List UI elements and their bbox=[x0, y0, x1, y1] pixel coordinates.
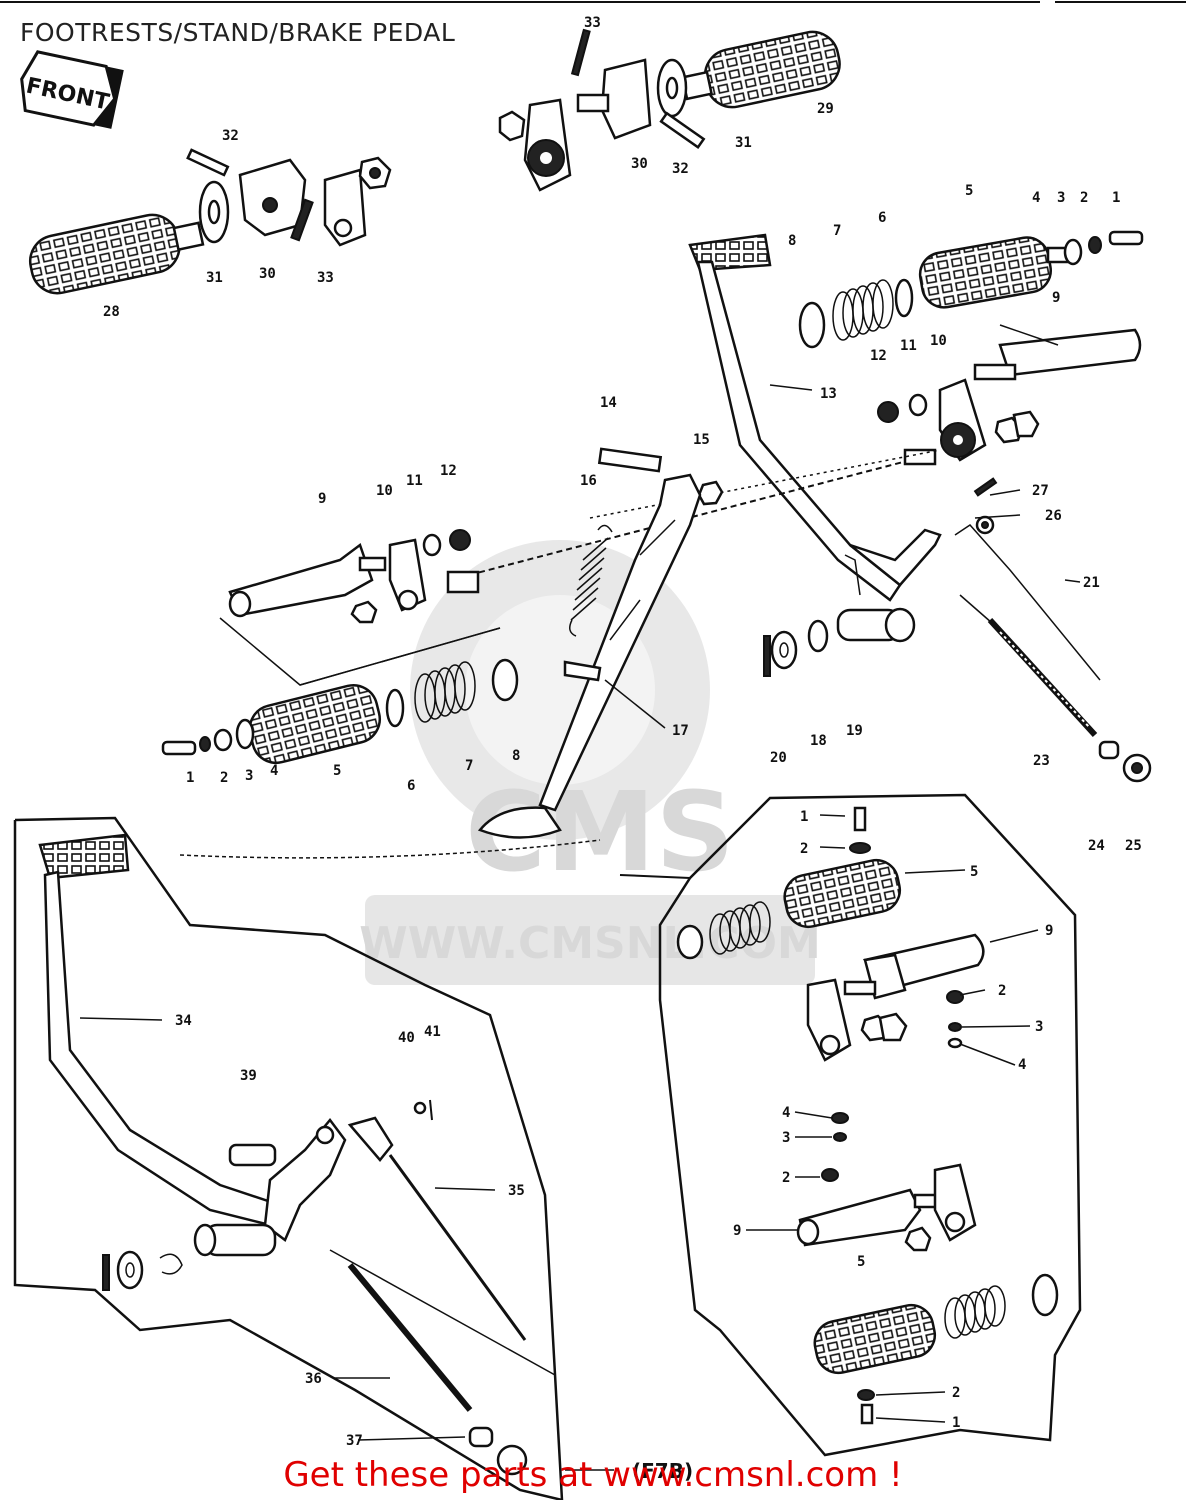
rear-footrest-right-group bbox=[798, 230, 1144, 462]
brake-pedal-assembly bbox=[446, 233, 942, 677]
callout-2: 2 bbox=[1080, 190, 1088, 206]
callout-4-inset-mid: 4 bbox=[1018, 1057, 1026, 1073]
callout-9-inset-low: 9 bbox=[733, 1223, 741, 1239]
callout-15: 15 bbox=[693, 432, 710, 448]
callout-32b: 32 bbox=[672, 161, 689, 177]
callout-5-inset-top: 5 bbox=[970, 864, 978, 880]
callout-2-inset-low: 2 bbox=[782, 1170, 790, 1186]
callout-35: 35 bbox=[508, 1183, 525, 1199]
callout-3: 3 bbox=[1057, 190, 1065, 206]
callout-10-left: 10 bbox=[376, 483, 393, 499]
callout-3-inset-low: 3 bbox=[782, 1130, 790, 1146]
callout-28: 28 bbox=[103, 304, 120, 320]
callout-21: 21 bbox=[1083, 575, 1100, 591]
callout-12: 12 bbox=[870, 348, 887, 364]
callout-25: 25 bbox=[1125, 838, 1142, 854]
callout-30b: 30 bbox=[631, 156, 648, 172]
page-title: FOOTRESTS/STAND/BRAKE PEDAL bbox=[20, 18, 456, 47]
callout-6-left: 6 bbox=[407, 778, 415, 794]
callout-5-left: 5 bbox=[333, 763, 341, 779]
callout-26: 26 bbox=[1045, 508, 1062, 524]
callout-2-left: 2 bbox=[220, 770, 228, 786]
leader-lines bbox=[79, 324, 1081, 1471]
callout-9-inset-top: 9 bbox=[1045, 923, 1053, 939]
callout-11: 11 bbox=[900, 338, 917, 354]
callout-27: 27 bbox=[1032, 483, 1049, 499]
cmsnl-parts-link[interactable]: Get these parts at www.cmsnl.com ! bbox=[283, 1455, 903, 1495]
callout-6: 6 bbox=[878, 210, 886, 226]
callout-4-left: 4 bbox=[270, 763, 278, 779]
front-footrest-right-group bbox=[498, 28, 841, 192]
callout-7-left: 7 bbox=[465, 758, 473, 774]
callout-40: 40 bbox=[398, 1030, 415, 1046]
callout-9: 9 bbox=[1052, 290, 1060, 306]
callout-2-inset-bottom: 2 bbox=[952, 1385, 960, 1401]
callout-3-left: 3 bbox=[245, 768, 253, 784]
callout-3-inset-mid: 3 bbox=[1035, 1019, 1043, 1035]
callout-34: 34 bbox=[175, 1013, 192, 1029]
watermark-logo: CMS WWW.CMSNL.COM bbox=[359, 540, 821, 985]
callout-23: 23 bbox=[1033, 753, 1050, 769]
callout-30a: 30 bbox=[259, 266, 276, 282]
callout-2-inset-top: 2 bbox=[800, 841, 808, 857]
brake-rod-group bbox=[954, 477, 1152, 783]
callout-41: 41 bbox=[424, 1024, 441, 1040]
callout-4: 4 bbox=[1032, 190, 1040, 206]
callout-36: 36 bbox=[305, 1371, 322, 1387]
callout-4-inset-low: 4 bbox=[782, 1105, 790, 1121]
front-footrest-left-group bbox=[28, 148, 392, 295]
callout-12-left: 12 bbox=[440, 463, 457, 479]
callout-29: 29 bbox=[817, 101, 834, 117]
callout-8-left: 8 bbox=[512, 748, 520, 764]
callout-8: 8 bbox=[788, 233, 796, 249]
callout-39: 39 bbox=[240, 1068, 257, 1084]
callout-13: 13 bbox=[820, 386, 837, 402]
callout-1: 1 bbox=[1112, 190, 1120, 206]
variant-label: (F7B) bbox=[632, 1459, 693, 1483]
inset-f7b-brake-pedal bbox=[13, 816, 564, 1500]
callout-33a: 33 bbox=[317, 270, 334, 286]
callout-31a: 31 bbox=[206, 270, 223, 286]
callout-numbers: 1 2 3 4 5 6 7 8 9 10 11 12 13 14 15 16 1… bbox=[103, 15, 1142, 1449]
callout-20: 20 bbox=[770, 750, 787, 766]
callout-1-inset-top: 1 bbox=[800, 809, 808, 825]
callout-5: 5 bbox=[965, 183, 973, 199]
callout-32a: 32 bbox=[222, 128, 239, 144]
callout-17: 17 bbox=[672, 723, 689, 739]
callout-11-left: 11 bbox=[406, 473, 423, 489]
callout-19: 19 bbox=[846, 723, 863, 739]
callout-5-inset-low: 5 bbox=[857, 1254, 865, 1270]
callout-1-inset-bottom: 1 bbox=[952, 1415, 960, 1431]
rear-footrest-left-group bbox=[161, 529, 601, 859]
callout-33b: 33 bbox=[584, 15, 601, 31]
watermark-site: WWW.CMSNL.COM bbox=[359, 918, 821, 969]
callout-18: 18 bbox=[810, 733, 827, 749]
callout-14: 14 bbox=[600, 395, 617, 411]
side-stand-group bbox=[477, 447, 724, 839]
callout-37: 37 bbox=[346, 1433, 363, 1449]
front-direction-marker: FRONT bbox=[20, 50, 124, 129]
inset-footrest-variant bbox=[619, 793, 1082, 1457]
callout-9-left: 9 bbox=[318, 491, 326, 507]
callout-24: 24 bbox=[1088, 838, 1105, 854]
callout-10: 10 bbox=[930, 333, 947, 349]
callout-2-inset-mid: 2 bbox=[998, 983, 1006, 999]
callout-31b: 31 bbox=[735, 135, 752, 151]
callout-1-left: 1 bbox=[186, 770, 194, 786]
callout-7: 7 bbox=[833, 223, 841, 239]
callout-16: 16 bbox=[580, 473, 597, 489]
